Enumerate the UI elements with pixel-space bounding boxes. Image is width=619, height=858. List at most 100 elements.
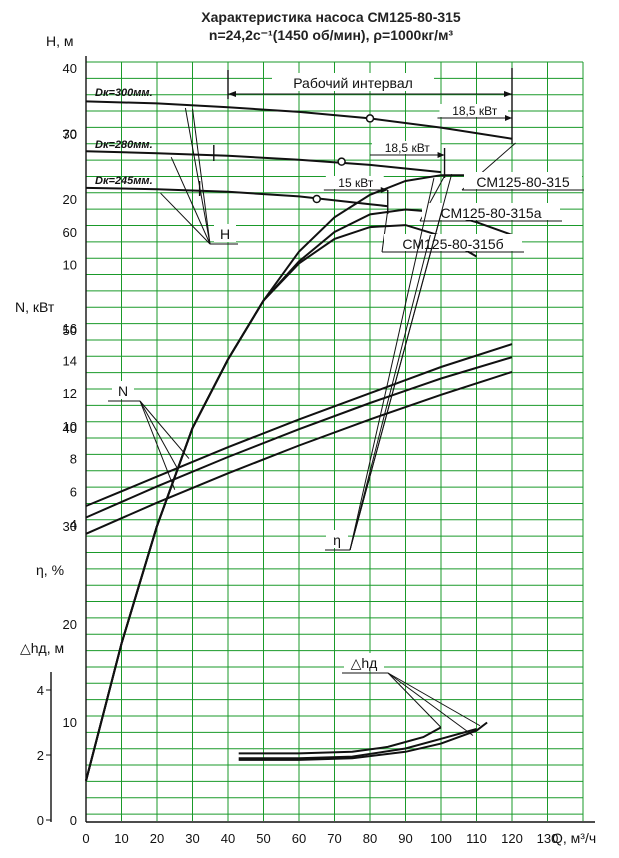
diameter-label: Dк=245мм. [95,175,153,187]
h-axis-label: Н, м [46,33,74,49]
n-tick-label: 16 [63,321,77,336]
series-callout-line [381,209,389,253]
h-curve [85,150,442,174]
series-name-label: СМ125-80-315а [440,205,541,221]
n-label-arrow [139,400,179,471]
series-name-label: СМ125-80-315 [476,174,569,190]
h-tick-label: 40 [63,61,77,76]
chart-title: Характеристика насоса СМ125-80-315 [201,9,461,25]
h-curve [85,100,513,140]
series-name-label: СМ125-80-315б [402,236,503,252]
n-tick-label: 4 [70,517,77,532]
power-label-bg [372,141,441,154]
arrow-head [437,152,445,158]
arrow-head [228,91,236,97]
x-tick-label: 60 [292,831,306,846]
working-interval-label: Рабочий интервал [293,75,413,91]
dh-label-bg [344,653,384,671]
x-tick-label: 100 [430,831,452,846]
dh-curve [238,728,477,760]
x-tick-label: 40 [221,831,235,846]
h-label-arrow [160,192,211,245]
n-curve [85,370,513,535]
h-tick-label: 10 [63,258,77,273]
eta-tick-label: 10 [63,715,77,730]
eta-axis-label: η, % [36,562,64,578]
n-axis-label: N, кВт [15,299,55,315]
x-tick-label: 80 [363,831,377,846]
power-mark-label: 18,5 кВт [452,104,498,118]
eta-tick-label: 40 [63,421,77,436]
dh-label-arrow [387,672,481,727]
h-tick-label: 20 [63,192,77,207]
h-label-bg [214,224,236,242]
eta-tick-label: 30 [63,519,77,534]
axes [46,56,595,823]
operating-point [365,114,375,123]
eta-tick-label: 70 [63,127,77,142]
chart-subtitle: n=24,2с⁻¹(1450 об/мин), ρ=1000кг/м³ [209,27,454,43]
operating-point [337,157,346,166]
diameter-label: Dк=300мм. [95,87,153,99]
n-tick-label: 10 [63,419,77,434]
x-axis-label: Q, м³/ч [552,830,596,846]
interval-label-bg [272,73,434,91]
x-tick-label: 70 [327,831,341,846]
x-tick-label: 10 [114,831,128,846]
dh-curve-label: △hд [351,655,378,671]
operating-point [312,194,321,204]
power-mark-label: 18,5 кВт [385,141,431,155]
n-tick-label: 14 [63,354,77,369]
eta-label-arrow [349,234,431,551]
eta-curve-label: η [333,532,341,548]
arrow-head [504,91,512,97]
h-label-arrow [184,107,211,245]
x-tick-label: 130 [537,831,559,846]
x-tick-label: 110 [466,831,487,846]
n-curve-label: N [118,383,128,399]
eta-tick-label: 60 [63,225,77,240]
dh-axis-label: △hд, м [20,640,64,656]
power-label-bg [439,104,508,117]
curves [85,100,513,782]
annotations [108,68,584,736]
power-mark-label: 15 кВт [338,176,374,190]
dh-label-arrow [387,672,474,736]
n-tick-label: 8 [70,452,77,467]
eta-tick-label: 0 [70,813,77,828]
n-label-bg [112,381,134,399]
h-tick-label: 30 [63,127,77,142]
eta-tick-label: 50 [63,323,77,338]
h-curve [85,186,388,208]
eta-label-bg [326,530,348,548]
h-label-arrow [192,108,211,245]
arrow-head [505,115,512,121]
eta-label-arrow [349,177,435,551]
eta-curve [85,224,478,782]
texts: Характеристика насоса СМ125-80-315 n=24,2… [15,9,596,846]
x-tick-label: 20 [150,831,164,846]
x-tick-label: 90 [398,831,412,846]
series-label-bg [464,172,582,189]
dh-tick-label: 4 [37,683,44,698]
diameter-label: Dк=280мм. [95,139,153,151]
series-label-bg [422,203,560,220]
arrow-head [380,187,388,193]
power-label-bg [325,176,384,189]
x-tick-label: 120 [501,831,523,846]
dh-curve [238,726,442,755]
n-curve [85,356,513,519]
eta-label-arrow [349,174,453,551]
dh-tick-label: 0 [37,813,44,828]
n-label-arrow [139,400,190,459]
x-tick-label: 30 [185,831,199,846]
dh-curve [238,721,488,761]
dh-label-arrow [387,672,442,728]
n-tick-label: 12 [63,386,77,401]
h-curve-label: Н [220,226,230,242]
x-tick-label: 0 [82,831,89,846]
n-tick-label: 6 [70,484,77,499]
dh-tick-label: 2 [37,748,44,763]
n-curve [85,343,513,507]
